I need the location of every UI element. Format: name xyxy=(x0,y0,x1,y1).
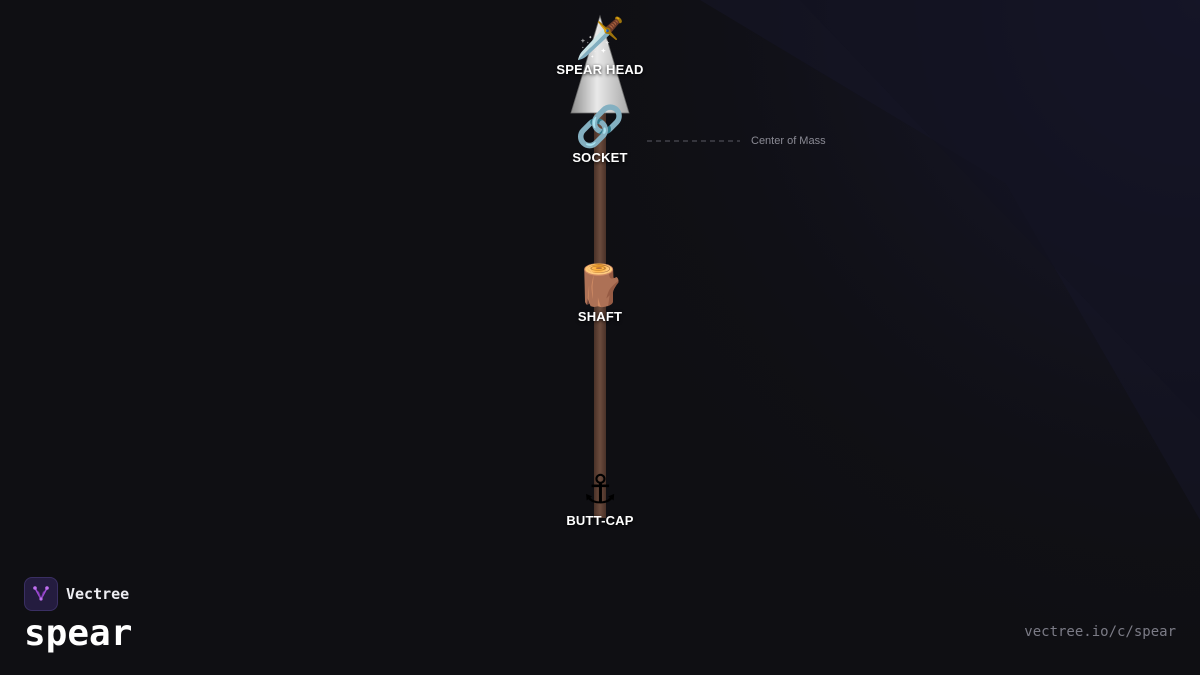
part-label: BUTT-CAP xyxy=(566,513,634,528)
link-icon: 🔗 xyxy=(575,105,625,149)
shaft-pole xyxy=(594,112,606,518)
page-url: vectree.io/c/spear xyxy=(1024,624,1176,640)
part-shaft: 🪵 SHAFT xyxy=(520,263,680,324)
part-butt-cap: ⚓ BUTT-CAP xyxy=(520,467,680,528)
part-label: SHAFT xyxy=(577,309,623,324)
brand-name: Vectree xyxy=(66,585,130,603)
brand: Vectree xyxy=(24,577,129,611)
vectree-logo-icon xyxy=(24,577,58,611)
anchor-icon: ⚓ xyxy=(582,468,618,512)
dagger-icon: 🗡️ xyxy=(575,17,625,61)
page-title: spear xyxy=(24,613,133,654)
wood-log-icon: 🪵 xyxy=(575,264,625,308)
spear-blade xyxy=(570,14,630,114)
part-socket: 🔗 SOCKET xyxy=(520,104,680,165)
part-spear-head: 🗡️ SPEAR HEAD xyxy=(520,16,680,77)
part-label: SOCKET xyxy=(572,150,628,165)
center-of-mass-label: Center of Mass xyxy=(751,135,826,147)
part-label: SPEAR HEAD xyxy=(556,62,644,77)
